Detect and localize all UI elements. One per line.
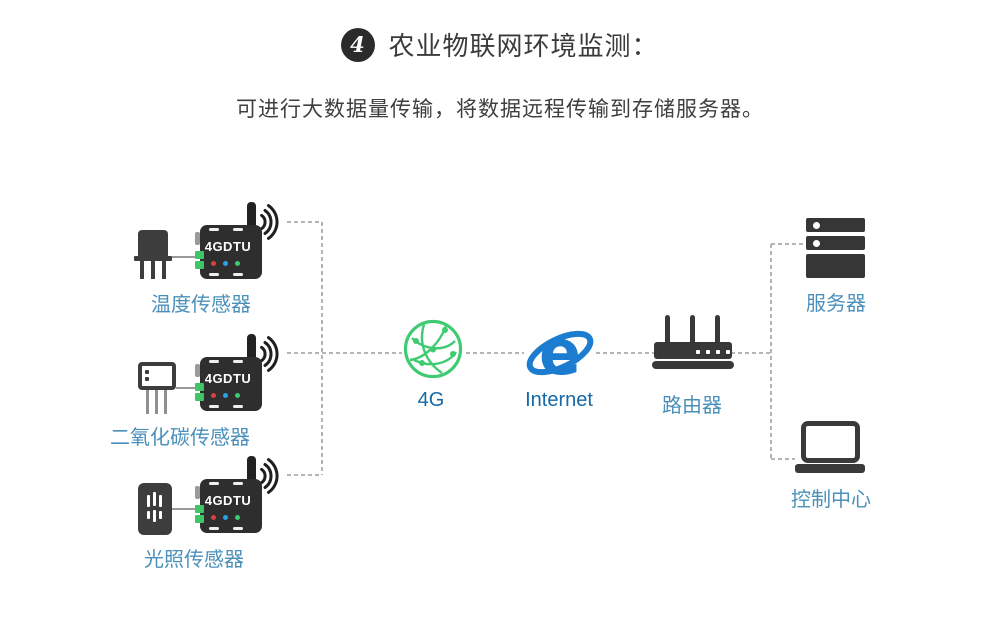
label-server: 服务器 [806, 293, 866, 315]
label-control-center: 控制中心 [791, 489, 871, 511]
dtu-port [195, 364, 200, 377]
dtu-leds [211, 261, 240, 266]
dtu-label: 4GDTU [204, 239, 252, 254]
wifi-waves-icon [260, 336, 279, 372]
sensor-label-co2: 二氧化碳传感器 [110, 427, 250, 449]
router-icon [652, 315, 734, 369]
label-internet: Internet [525, 389, 593, 411]
dtu-leds [211, 393, 240, 398]
sensor-body [138, 362, 176, 390]
laptop-icon [795, 421, 865, 473]
sensor-label-light: 光照传感器 [144, 549, 244, 571]
dtu-label: 4GDTU [204, 371, 252, 386]
page-header: 4 农业物联网环境监测： [0, 26, 1000, 63]
sensor-label-temperature: 温度传感器 [151, 294, 251, 316]
dtu-terminal [195, 383, 204, 401]
sensor-wire [172, 256, 200, 258]
svg-text:e: e [539, 316, 581, 388]
temperature-sensor-icon [134, 229, 172, 279]
page-title: 农业物联网环境监测： [388, 31, 659, 61]
wifi-waves-icon [260, 204, 279, 240]
sensor-base [134, 256, 172, 261]
dtu-device-3: 4GDTU [195, 456, 279, 533]
page-subtitle: 可进行大数据量传输，将数据远程传输到存储服务器。 [236, 98, 764, 121]
sensor-wire [172, 508, 200, 510]
internet-explorer-icon: e [526, 316, 594, 388]
dtu-port [195, 232, 200, 245]
dtu-port [195, 486, 200, 499]
dtu-device-2: 4GDTU [195, 334, 279, 411]
co2-sensor-icon [138, 362, 178, 416]
dtu-box: 4GDTU [195, 357, 262, 411]
dtu-leds [211, 515, 240, 520]
light-sensor-icon [138, 483, 172, 535]
sensor-body [138, 230, 168, 256]
label-4g: 4G [417, 389, 445, 411]
dtu-device-1: 4GDTU [195, 202, 279, 279]
globe-network-icon [403, 319, 463, 379]
dtu-label: 4GDTU [204, 493, 252, 508]
server-icon [806, 218, 865, 278]
dtu-box: 4GDTU [195, 479, 262, 533]
wifi-waves-icon [260, 458, 279, 494]
dtu-terminal [195, 251, 204, 269]
label-router: 路由器 [662, 395, 722, 417]
dtu-box: 4GDTU [195, 225, 262, 279]
sensor-wire [176, 387, 200, 389]
dtu-terminal [195, 505, 204, 523]
number-badge: 4 [341, 27, 376, 62]
